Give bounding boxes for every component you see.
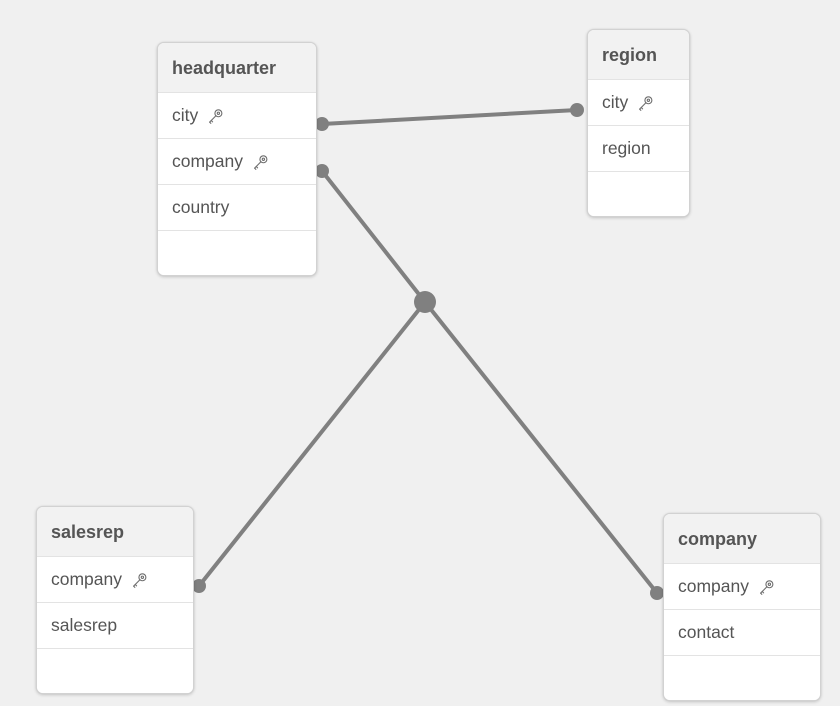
table-header-headquarter: headquarter: [158, 43, 316, 93]
field-row-headquarter-country[interactable]: country: [158, 185, 316, 231]
field-label: country: [172, 196, 230, 217]
table-header-salesrep: salesrep: [37, 507, 193, 557]
table-node-company[interactable]: company company contact: [663, 513, 821, 701]
field-label: city: [602, 91, 629, 112]
key-icon: [758, 579, 775, 596]
link-endpoint-headquarter-company-dot[interactable]: [315, 164, 329, 178]
relationship-link-junction-to-salesrep-company[interactable]: [197, 300, 427, 588]
field-label: city: [172, 104, 199, 125]
field-row-region-region[interactable]: region: [588, 126, 689, 172]
link-endpoint-salesrep-company-dot[interactable]: [192, 579, 206, 593]
table-row-empty-region: [588, 172, 689, 216]
field-row-headquarter-city[interactable]: city: [158, 93, 316, 139]
field-row-company-contact[interactable]: contact: [664, 610, 820, 656]
relationship-link-headquarter-city-to-region-city[interactable]: [320, 108, 579, 126]
table-node-region[interactable]: region city region: [587, 29, 690, 217]
key-icon: [207, 108, 224, 125]
link-endpoint-region-city-dot[interactable]: [570, 103, 584, 117]
field-label: contact: [678, 621, 735, 642]
field-label: company: [678, 575, 750, 596]
link-junction-node[interactable]: [414, 291, 436, 313]
field-label: salesrep: [51, 614, 118, 635]
key-icon: [637, 95, 654, 112]
table-row-empty-company: [664, 656, 820, 700]
table-node-headquarter[interactable]: headquarter city company country: [157, 42, 317, 276]
table-row-empty-headquarter: [158, 231, 316, 275]
field-row-region-city[interactable]: city: [588, 80, 689, 126]
link-endpoint-company-company-dot[interactable]: [650, 586, 664, 600]
field-label: company: [51, 568, 123, 589]
field-row-headquarter-company[interactable]: company: [158, 139, 316, 185]
relationship-link-junction-to-company-company[interactable]: [423, 300, 659, 595]
field-row-salesrep-salesrep[interactable]: salesrep: [37, 603, 193, 649]
field-label: region: [602, 137, 651, 158]
key-icon: [252, 154, 269, 171]
field-row-salesrep-company[interactable]: company: [37, 557, 193, 603]
table-header-region: region: [588, 30, 689, 80]
relationship-link-headquarter-company-to-junction[interactable]: [320, 169, 427, 304]
key-icon: [131, 572, 148, 589]
table-row-empty-salesrep: [37, 649, 193, 693]
field-row-company-company[interactable]: company: [664, 564, 820, 610]
table-node-salesrep[interactable]: salesrep company salesrep: [36, 506, 194, 694]
link-endpoint-headquarter-city-dot[interactable]: [315, 117, 329, 131]
table-header-company: company: [664, 514, 820, 564]
field-label: company: [172, 150, 244, 171]
